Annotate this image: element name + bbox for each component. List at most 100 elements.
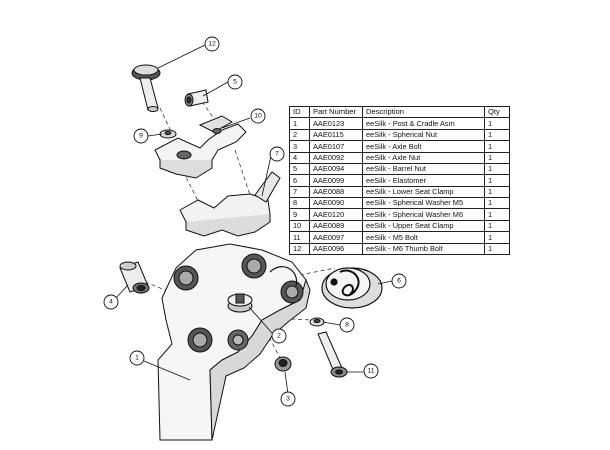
- cell-qty: 1: [484, 174, 510, 187]
- leader-lines: [115, 44, 393, 395]
- cell-qty: 1: [484, 219, 510, 233]
- cell-id: 5: [289, 162, 310, 176]
- cell-id: 8: [289, 196, 310, 210]
- callout-1: 1: [129, 350, 145, 366]
- callout-7: 7: [269, 146, 285, 162]
- callout-9: 9: [133, 128, 149, 144]
- part-10-upper-seat-clamp: [154, 115, 247, 179]
- svg-text:11: 11: [367, 368, 374, 375]
- cell-qty: 1: [484, 117, 510, 130]
- cell-qty: 1: [484, 231, 510, 244]
- callout-balloons: 12 5 10 9 7 6 4 2 8 11 1 3: [103, 36, 407, 407]
- callout-5: 5: [227, 74, 243, 90]
- part-1-post-cradle-assembly: [157, 243, 311, 441]
- column-header-description: Description: [362, 105, 485, 119]
- callout-8: 8: [339, 317, 355, 333]
- cell-id: 1: [289, 117, 310, 130]
- cell-qty: 1: [484, 151, 510, 164]
- part-3-axle-bolt: [274, 356, 292, 372]
- cell-description: eeSilk - Barrel Nut: [362, 162, 485, 176]
- part-11-m5-bolt: [317, 331, 348, 378]
- svg-text:9: 9: [139, 133, 143, 140]
- cell-part-number: AAE0097: [309, 231, 363, 244]
- cell-id: 4: [289, 151, 310, 164]
- cell-description: eeSilk - Elastomer: [362, 174, 485, 187]
- svg-text:5: 5: [233, 79, 237, 86]
- cell-id: 3: [289, 140, 310, 153]
- svg-text:8: 8: [345, 322, 349, 329]
- cell-part-number: AAE0092: [309, 151, 363, 164]
- svg-text:3: 3: [286, 396, 290, 403]
- cell-id: 7: [289, 185, 310, 199]
- cell-description: eeSilk - Spherical Nut: [362, 128, 485, 142]
- cell-qty: 1: [484, 242, 510, 255]
- cell-qty: 1: [484, 162, 510, 176]
- cell-id: 12: [289, 242, 310, 255]
- cell-part-number: AAE0090: [309, 196, 363, 210]
- cell-part-number: AAE0120: [309, 208, 363, 221]
- svg-text:4: 4: [109, 299, 113, 306]
- svg-text:2: 2: [277, 333, 281, 340]
- cell-part-number: AAE0123: [309, 117, 363, 130]
- cell-id: 9: [289, 208, 310, 221]
- cell-part-number: AAE0115: [309, 128, 363, 142]
- cell-description: eeSilk - Lower Seat Clamp: [362, 185, 485, 199]
- cell-description: eeSilk - Post & Cradle Asm: [362, 117, 485, 130]
- part-2-spherical-nut: [227, 293, 253, 313]
- cell-part-number: AAE0096: [309, 242, 363, 255]
- svg-text:7: 7: [275, 151, 279, 158]
- svg-text:1: 1: [135, 355, 139, 362]
- cell-description: eeSilk - M5 Bolt: [362, 231, 485, 244]
- callout-11: 11: [363, 363, 379, 379]
- cell-qty: 1: [484, 185, 510, 199]
- callout-4: 4: [103, 294, 119, 310]
- cell-qty: 1: [484, 196, 510, 210]
- cell-qty: 1: [484, 128, 510, 142]
- column-header-qty: Qty: [484, 105, 510, 119]
- cell-qty: 1: [484, 140, 510, 153]
- part-12-thumb-bolt: [131, 64, 161, 112]
- column-header-part-number: Part Number: [309, 105, 363, 119]
- cell-id: 10: [289, 219, 310, 233]
- svg-text:6: 6: [397, 278, 401, 285]
- part-9-washer-m6: [159, 129, 177, 139]
- callout-6: 6: [391, 273, 407, 289]
- cell-id: 6: [289, 174, 310, 187]
- callout-10: 10: [250, 108, 266, 124]
- part-8-washer-m5: [309, 317, 325, 327]
- callout-3: 3: [280, 391, 296, 407]
- cell-description: eeSilk - Spherical Washer M5: [362, 196, 485, 210]
- cell-part-number: AAE0088: [309, 185, 363, 199]
- cell-part-number: AAE0107: [309, 140, 363, 153]
- table-header-row: ID Part Number Description Qty: [289, 105, 510, 119]
- part-6-elastomer: [321, 267, 383, 309]
- cell-id: 11: [289, 231, 310, 244]
- column-header-id: ID: [289, 105, 310, 119]
- cell-qty: 1: [484, 208, 510, 221]
- cell-description: eeSilk - Axle Bolt: [362, 140, 485, 153]
- cell-part-number: AAE0099: [309, 174, 363, 187]
- svg-text:12: 12: [208, 41, 216, 48]
- callout-12: 12: [204, 36, 220, 52]
- cell-description: eeSilk - M6 Thumb Bolt: [362, 242, 485, 255]
- cell-id: 2: [289, 128, 310, 142]
- svg-text:10: 10: [254, 113, 262, 120]
- cell-description: eeSilk - Spherical Washer M6: [362, 208, 485, 221]
- part-4-axle-nut: [119, 261, 150, 294]
- cell-part-number: AAE0089: [309, 219, 363, 233]
- part-7-lower-seat-clamp: [179, 171, 281, 237]
- cell-description: eeSilk - Axle Nut: [362, 151, 485, 164]
